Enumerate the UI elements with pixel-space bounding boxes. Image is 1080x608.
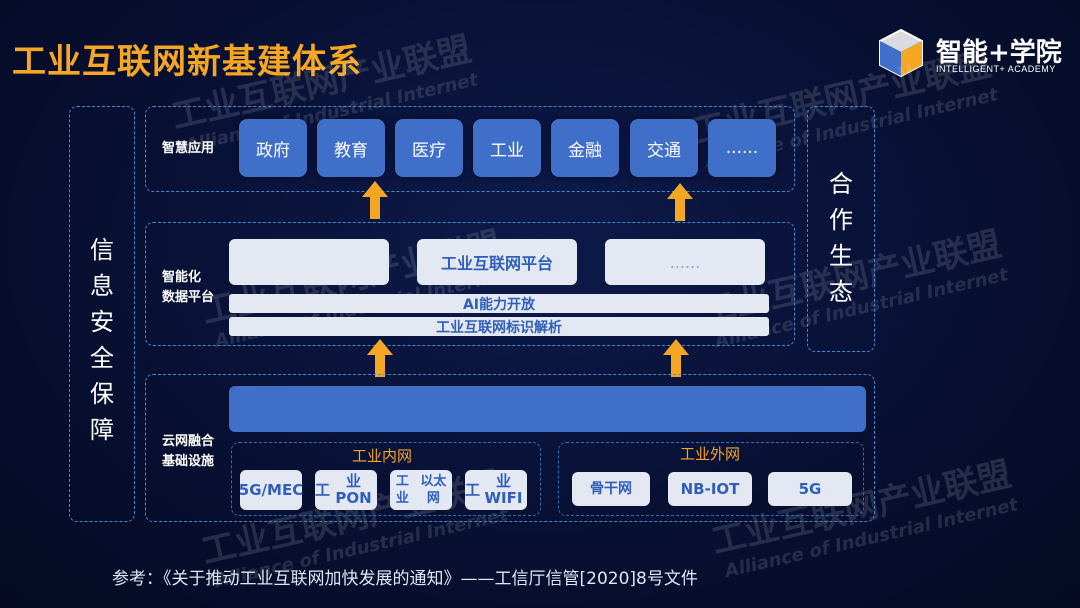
inner-net-wifi: 工业WIFI [465, 470, 527, 510]
up-arrow-icon [367, 339, 393, 377]
app-tile-finance: 金融 [551, 119, 619, 177]
app-tile-medical: 医疗 [395, 119, 463, 177]
application-layer-label: 智慧应用 [162, 141, 215, 156]
app-tile-education: 教育 [317, 119, 385, 177]
inner-net-5g-mec: 5G/MEC [239, 470, 303, 510]
security-panel [69, 106, 135, 522]
platform-tile-blank [229, 239, 389, 285]
logo: 智能+学院 INTELLIGENT+ ACADEMY [874, 26, 1074, 82]
up-arrow-icon [663, 339, 689, 377]
up-arrow-icon [667, 183, 693, 221]
identifier-resolution-bar: 工业互联网标识解析 [229, 317, 769, 336]
outer-net-backbone: 骨干网 [572, 472, 650, 506]
ecosystem-panel [807, 106, 875, 352]
infra-layer-label: 云网融合基础设施 [162, 434, 215, 469]
outer-network-label: 工业外网 [680, 445, 741, 463]
logo-subtitle: INTELLIGENT+ ACADEMY [936, 64, 1056, 74]
platform-tile-more: ...... [605, 239, 765, 285]
up-arrow-icon [362, 181, 388, 219]
platform-layer-label: 智能化数据平台 [162, 270, 215, 305]
platform-layer [145, 222, 795, 346]
inner-net-ethernet: 工业以太网 [390, 470, 452, 510]
ai-capability-bar: AI能力开放 [229, 294, 769, 313]
inner-network-label: 工业内网 [352, 447, 413, 465]
app-tile-more: ...... [708, 119, 776, 177]
app-tile-industry: 工业 [473, 119, 541, 177]
inner-network-panel [231, 442, 541, 516]
reference-note: 参考：《关于推动工业互联网加快发展的通知》——工信厅信管[2020]8号文件 [112, 569, 698, 589]
outer-net-5g: 5G [768, 472, 852, 506]
outer-network-panel [558, 442, 864, 516]
infra-blue-bar [229, 386, 866, 432]
outer-net-nb-iot: NB-IOT [668, 472, 752, 506]
infra-layer [145, 374, 875, 522]
security-label: 信息安全保障 [90, 236, 114, 444]
platform-tile-iiot: 工业互联网平台 [417, 239, 577, 285]
logo-text: 智能+学院 [936, 38, 1062, 68]
page-title: 工业互联网新基建体系 [12, 42, 362, 82]
ecosystem-label: 合作生态 [829, 170, 853, 306]
inner-net-pon: 工业PON [315, 470, 377, 510]
cube-logo-icon [879, 28, 923, 78]
app-tile-transport: 交通 [630, 119, 698, 177]
app-tile-government: 政府 [239, 119, 307, 177]
application-layer [145, 106, 795, 192]
